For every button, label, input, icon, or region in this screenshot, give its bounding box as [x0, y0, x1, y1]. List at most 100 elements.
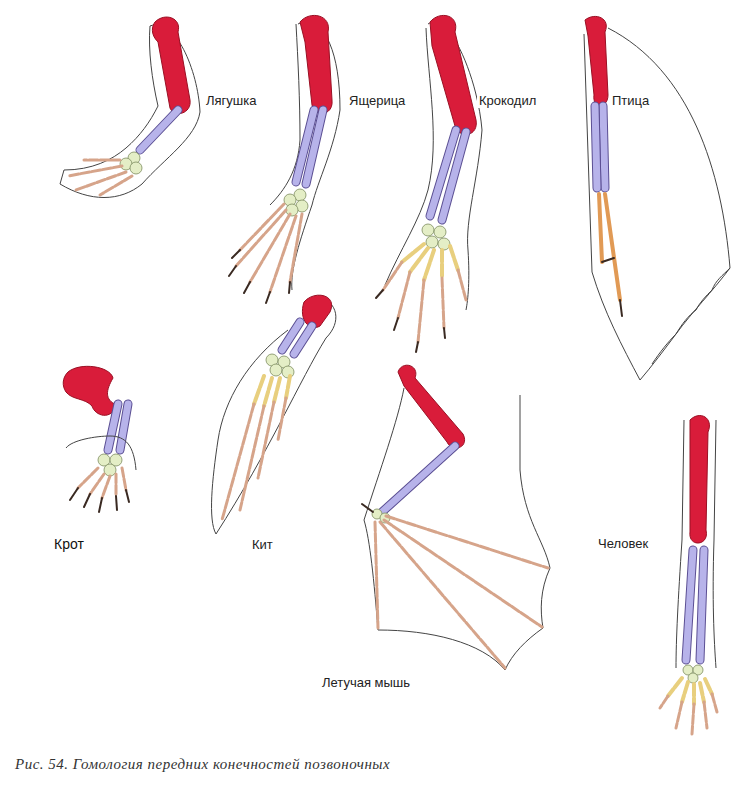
metacarpal	[274, 378, 280, 402]
forearm	[430, 130, 456, 216]
forearm	[108, 404, 118, 450]
finger	[692, 704, 694, 734]
carpal	[270, 364, 282, 376]
metacarpal	[705, 679, 712, 694]
forearm	[140, 110, 178, 150]
bird-wing	[584, 16, 730, 380]
finger	[278, 398, 286, 440]
forearm-outline	[108, 404, 118, 450]
carpal	[422, 224, 434, 236]
animal-label: Лягушка	[204, 93, 258, 108]
claw	[229, 250, 290, 303]
finger	[458, 270, 466, 300]
forearm-outline	[140, 110, 178, 150]
frog-limb	[60, 17, 200, 197]
humerus	[430, 15, 476, 134]
finger	[222, 404, 254, 520]
finger	[90, 474, 104, 494]
forearm	[603, 106, 605, 188]
finger	[236, 210, 286, 266]
claw	[376, 290, 445, 352]
finger	[384, 520, 542, 627]
finger	[398, 272, 410, 318]
lizard-limb	[229, 15, 340, 303]
finger	[115, 474, 118, 496]
finger	[383, 262, 402, 290]
hand-bone	[605, 194, 620, 300]
humerus	[300, 15, 332, 113]
forearm	[294, 326, 312, 354]
flipper-outline	[212, 296, 336, 534]
humerus	[585, 16, 608, 105]
forearm	[595, 106, 597, 188]
finger	[102, 476, 110, 498]
humerus	[152, 17, 190, 114]
forearm-outline	[294, 326, 312, 354]
metacarpal	[682, 682, 688, 702]
finger	[240, 204, 284, 250]
finger	[442, 278, 444, 328]
finger	[660, 696, 668, 708]
thumb-claw	[362, 504, 373, 512]
bat-wing	[362, 365, 550, 670]
crocodile-limb	[376, 15, 482, 352]
forearm-outline	[382, 446, 455, 512]
forearm-outline	[700, 550, 704, 660]
finger	[375, 522, 378, 628]
finger	[418, 280, 424, 342]
metacarpal	[254, 376, 264, 404]
humerus	[302, 295, 331, 327]
finger	[676, 702, 682, 728]
forearm-outline	[595, 106, 597, 188]
forearm-outline	[296, 110, 314, 182]
humerus	[690, 416, 710, 544]
claw	[70, 488, 129, 512]
metacarpal	[410, 248, 428, 272]
animal-label: Птица	[610, 93, 651, 108]
humerus	[63, 366, 117, 415]
metacarpal	[700, 683, 704, 702]
animal-label: Летучая мышь	[320, 675, 412, 690]
finger	[380, 522, 505, 668]
metacarpal	[424, 250, 434, 280]
finger	[122, 468, 126, 490]
finger	[240, 406, 264, 510]
finger	[270, 216, 296, 292]
metacarpal	[286, 376, 290, 398]
forearm	[120, 404, 128, 450]
finger	[68, 166, 122, 176]
forearm-outline	[120, 404, 128, 450]
forearm	[686, 550, 693, 660]
feather-edge	[652, 268, 730, 364]
carpal	[104, 464, 116, 476]
animal-label: Крокодил	[477, 93, 538, 108]
forearm	[700, 550, 704, 660]
finger	[712, 694, 717, 712]
metacarpal	[692, 684, 696, 704]
hand-bone	[599, 194, 602, 262]
finger	[290, 214, 302, 282]
finger	[258, 402, 274, 478]
finger	[704, 702, 707, 728]
animal-label: Человек	[596, 536, 650, 551]
metacarpal	[450, 246, 458, 270]
human-arm	[660, 416, 717, 734]
animal-label: Крот	[52, 536, 86, 552]
mole-limb	[63, 366, 136, 512]
forearm	[296, 110, 314, 182]
humerus	[398, 365, 465, 448]
carpal	[130, 162, 142, 174]
forearm-outline	[430, 130, 456, 216]
animal-label: Ящерица	[347, 93, 407, 108]
metacarpal	[264, 378, 272, 406]
carpal	[286, 204, 298, 216]
skin-outline	[66, 436, 136, 470]
finger	[386, 516, 548, 568]
finger	[76, 172, 126, 190]
forearm-outline	[603, 106, 605, 188]
forearm	[382, 446, 455, 512]
carpal	[438, 238, 450, 250]
metacarpal	[440, 250, 444, 278]
animal-label: Кит	[250, 537, 275, 552]
